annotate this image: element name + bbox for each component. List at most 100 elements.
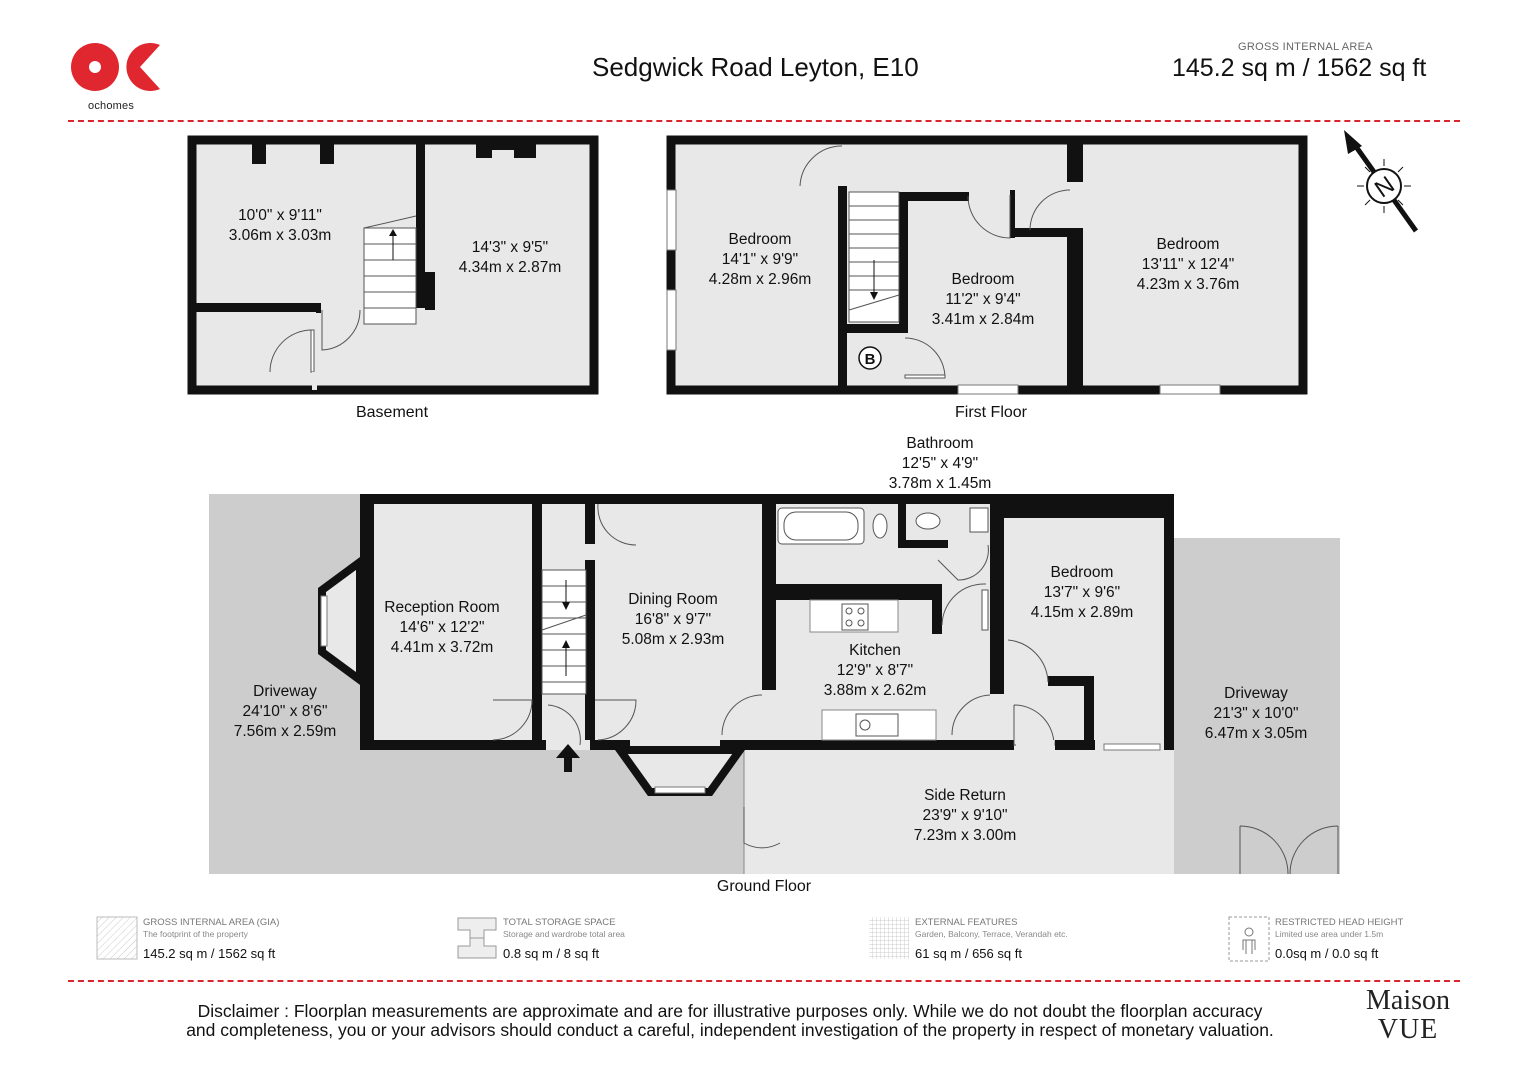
maison-vue-line-2: VUE bbox=[1377, 1014, 1439, 1045]
top-divider bbox=[68, 120, 1460, 122]
disclaimer-line-2: and completeness, you or your advisors s… bbox=[186, 1020, 1274, 1040]
gia-header-value: 145.2 sq m / 1562 sq ft bbox=[1172, 54, 1427, 82]
bathroom-fixtures bbox=[777, 507, 989, 545]
room-dimensions-imperial: 14'6" x 12'2" bbox=[399, 619, 485, 636]
room-ground-bedroom: Bedroom 13'7" x 9'6" 4.15m x 2.89m bbox=[1031, 563, 1134, 623]
gia-header-label: GROSS INTERNAL AREA bbox=[1238, 41, 1373, 53]
room-name: Side Return bbox=[924, 787, 1006, 804]
room-name: Reception Room bbox=[384, 599, 500, 616]
legend-subtitle: Garden, Balcony, Terrace, Verandah etc. bbox=[915, 929, 1068, 939]
first-floor-stairs bbox=[848, 191, 900, 323]
basement-stairs bbox=[363, 215, 417, 325]
floor-label-first: First Floor bbox=[955, 404, 1027, 421]
room-dimensions-metric: 4.15m x 2.89m bbox=[1030, 604, 1134, 621]
room-dimensions-metric: 4.28m x 2.96m bbox=[708, 271, 812, 288]
first-floor-plan: B bbox=[666, 135, 1308, 395]
first-floor-doors bbox=[799, 145, 1071, 379]
room-dimensions-imperial: 11'2" x 9'4" bbox=[945, 291, 1021, 308]
room-name: Driveway bbox=[253, 683, 317, 700]
room-dimensions-metric: 4.23m x 3.76m bbox=[1136, 276, 1240, 293]
room-dimensions-imperial: 10'0" x 9'11" bbox=[238, 207, 322, 224]
storage-icon bbox=[457, 917, 497, 959]
legend-external: EXTERNAL FEATURES Garden, Balcony, Terra… bbox=[868, 916, 1168, 964]
side-return-area bbox=[744, 750, 1174, 874]
legend-storage: TOTAL STORAGE SPACE Storage and wardrobe… bbox=[456, 916, 756, 964]
person-icon bbox=[1228, 916, 1270, 962]
room-dimensions-imperial: 14'1" x 9'9" bbox=[721, 251, 799, 268]
room-first-bedroom-1: Bedroom 14'1" x 9'9" 4.28m x 2.96m bbox=[709, 230, 812, 290]
legend-value: 0.8 sq m / 8 sq ft bbox=[503, 946, 600, 961]
right-driveway-area bbox=[1174, 538, 1340, 874]
legend-title: RESTRICTED HEAD HEIGHT bbox=[1275, 917, 1404, 928]
area-driveway-right: Driveway 21'3" x 10'0" 6.47m x 3.05m bbox=[1205, 684, 1308, 744]
entrance-arrow-icon bbox=[556, 744, 580, 772]
room-dimensions-metric: 3.06m x 3.03m bbox=[228, 227, 332, 244]
legend-title: EXTERNAL FEATURES bbox=[915, 917, 1018, 928]
room-name: Bedroom bbox=[728, 231, 792, 248]
legend-title: TOTAL STORAGE SPACE bbox=[503, 917, 616, 928]
ground-floor-plan bbox=[209, 494, 1340, 875]
room-name: Dining Room bbox=[628, 591, 718, 608]
room-dimensions-metric: 7.23m x 3.00m bbox=[913, 827, 1017, 844]
legend-restricted: RESTRICTED HEAD HEIGHT Limited use area … bbox=[1228, 916, 1498, 964]
room-dimensions-imperial: 13'7" x 9'6" bbox=[1043, 584, 1121, 601]
kitchen-fixtures bbox=[809, 599, 937, 741]
room-dining: Dining Room 16'8" x 9'7" 5.08m x 2.93m bbox=[622, 590, 725, 650]
room-basement-front: 10'0" x 9'11" 3.06m x 3.03m bbox=[229, 206, 332, 246]
room-dimensions-imperial: 21'3" x 10'0" bbox=[1213, 705, 1299, 722]
maison-vue-line-1: Maison bbox=[1366, 985, 1450, 1016]
ground-floor-doors bbox=[492, 503, 1339, 875]
ground-floor-stairs bbox=[541, 569, 587, 695]
room-dimensions-imperial: 16'8" x 9'7" bbox=[634, 611, 712, 628]
room-dimensions-metric: 7.56m x 2.59m bbox=[233, 723, 337, 740]
room-name: Bedroom bbox=[1156, 236, 1220, 253]
room-dimensions-imperial: 14'3" x 9'5" bbox=[471, 239, 549, 256]
area-side-return: Side Return 23'9" x 9'10" 7.23m x 3.00m bbox=[914, 786, 1017, 846]
room-name: Bedroom bbox=[951, 271, 1015, 288]
legend-value: 0.0sq m / 0.0 sq ft bbox=[1275, 946, 1379, 961]
legend-gia: GROSS INTERNAL AREA (GIA) The footprint … bbox=[96, 916, 396, 964]
legend-subtitle: The footprint of the property bbox=[143, 929, 248, 939]
area-driveway-left: Driveway 24'10" x 8'6" 7.56m x 2.59m bbox=[234, 682, 337, 742]
disclaimer-line-1: Disclaimer : Floorplan measurements are … bbox=[197, 1001, 1263, 1021]
room-name: Bathroom bbox=[906, 435, 974, 452]
legend-title: GROSS INTERNAL AREA (GIA) bbox=[143, 917, 280, 928]
grid-icon bbox=[869, 917, 909, 959]
room-dimensions-imperial: 13'11" x 12'4" bbox=[1141, 256, 1235, 273]
room-name: Kitchen bbox=[849, 642, 901, 659]
room-dimensions-imperial: 12'9" x 8'7" bbox=[836, 662, 914, 679]
room-kitchen: Kitchen 12'9" x 8'7" 3.88m x 2.62m bbox=[824, 641, 927, 701]
room-name: Bedroom bbox=[1050, 564, 1114, 581]
brand-logo[interactable]: ochomes bbox=[70, 42, 165, 117]
legend-value: 61 sq m / 656 sq ft bbox=[915, 946, 1022, 961]
room-dimensions-imperial: 23'9" x 9'10" bbox=[922, 807, 1008, 824]
room-dimensions-metric: 4.41m x 3.72m bbox=[390, 639, 494, 656]
legend-subtitle: Storage and wardrobe total area bbox=[503, 929, 625, 939]
room-first-bedroom-3: Bedroom 13'11" x 12'4" 4.23m x 3.76m bbox=[1137, 235, 1240, 295]
basement-plan bbox=[187, 135, 599, 395]
property-address: Sedgwick Road Leyton, E10 bbox=[592, 52, 919, 82]
bottom-divider bbox=[68, 980, 1460, 982]
disclaimer: Disclaimer : Floorplan measurements are … bbox=[100, 1002, 1360, 1040]
room-dimensions-metric: 4.34m x 2.87m bbox=[458, 259, 562, 276]
room-dimensions-metric: 5.08m x 2.93m bbox=[621, 631, 725, 648]
room-reception: Reception Room 14'6" x 12'2" 4.41m x 3.7… bbox=[384, 598, 499, 658]
room-dimensions-metric: 3.88m x 2.62m bbox=[823, 682, 927, 699]
room-dimensions-metric: 3.78m x 1.45m bbox=[888, 475, 992, 492]
boiler-icon bbox=[858, 346, 882, 370]
room-dimensions-metric: 6.47m x 3.05m bbox=[1204, 725, 1308, 742]
room-basement-rear: 14'3" x 9'5" 4.34m x 2.87m bbox=[459, 238, 562, 278]
room-first-bedroom-2: Bedroom 11'2" x 9'4" 3.41m x 2.84m bbox=[932, 270, 1035, 330]
boiler-label: B bbox=[865, 351, 876, 368]
room-dimensions-imperial: 12'5" x 4'9" bbox=[901, 455, 979, 472]
floor-label-ground: Ground Floor bbox=[716, 878, 812, 895]
room-dimensions-imperial: 24'10" x 8'6" bbox=[242, 703, 328, 720]
maison-vue-logo[interactable]: Maison VUE bbox=[1354, 986, 1462, 1044]
ochomes-logo-icon bbox=[71, 43, 160, 91]
floor-label-basement: Basement bbox=[355, 404, 429, 421]
room-name: Driveway bbox=[1224, 685, 1288, 702]
compass-north-icon: N bbox=[1344, 130, 1419, 233]
brand-name: ochomes bbox=[88, 100, 135, 112]
legend-subtitle: Limited use area under 1.5m bbox=[1275, 929, 1384, 939]
room-dimensions-metric: 3.41m x 2.84m bbox=[931, 311, 1035, 328]
